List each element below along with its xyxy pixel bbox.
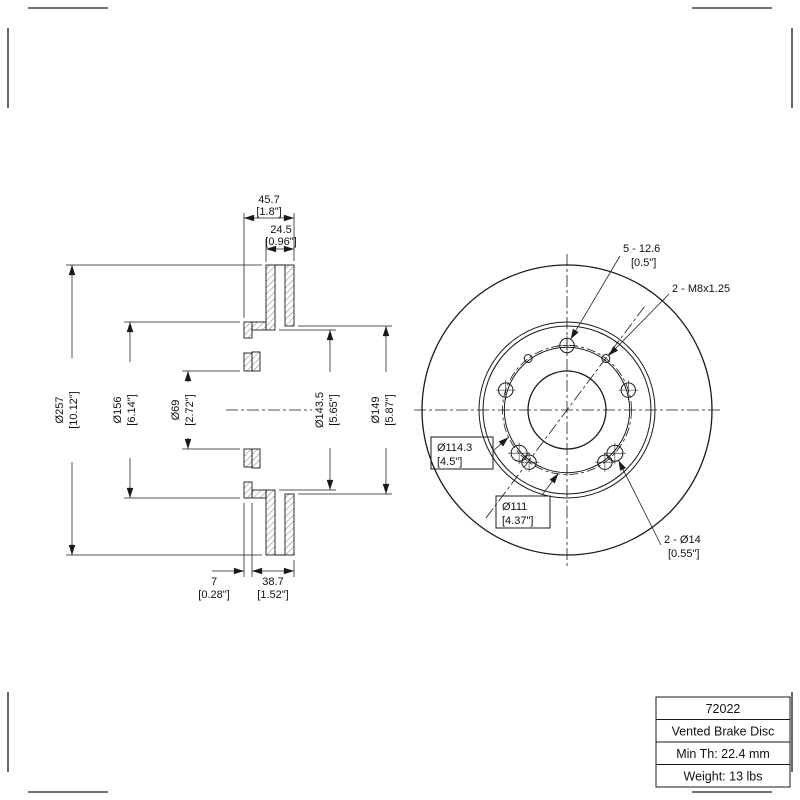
label-bolt-circle: Ø114.3 [4.5"]: [430, 436, 509, 470]
dimension-text: Ø156: [112, 397, 124, 424]
dimension-text: 45.7: [258, 194, 279, 206]
dimension-text: Ø257: [54, 397, 66, 424]
border-marks: [7, 7, 793, 793]
dim-hat-depth: 38.7 [1.52"]: [252, 560, 295, 601]
dimension-text: 7: [211, 576, 217, 588]
front-circles: [421, 264, 713, 556]
dim-hat-face: 7 [0.28"]: [198, 503, 253, 601]
dim-bore-diameter: Ø69 [2.72"]: [170, 370, 240, 450]
hatch-region: [284, 493, 295, 556]
thread-hole: [523, 354, 533, 363]
dim-hat-diameter: Ø156 [6.14"]: [112, 321, 240, 499]
section-geometry: [243, 264, 295, 556]
hatch-region: [251, 448, 261, 469]
callout-text: [4.37"]: [502, 515, 533, 527]
min-thickness: Min Th: 22.4 mm: [676, 747, 770, 761]
large-holes: [508, 442, 626, 465]
label-thread-holes: 2 - M8x1.25: [608, 283, 730, 356]
weight: Weight: 13 lbs: [684, 770, 763, 784]
callout-text: [0.5"]: [631, 257, 656, 269]
dimension-text: [0.28"]: [198, 589, 229, 601]
label-lug-holes: 5 - 12.6 [0.5"]: [570, 243, 660, 340]
title-block: 72022 Vented Brake Disc Min Th: 22.4 mm …: [655, 696, 791, 788]
hatch-region: [251, 489, 267, 499]
callout-box: [430, 436, 494, 470]
part-description: Vented Brake Disc: [672, 725, 775, 739]
part-number: 72022: [706, 702, 741, 716]
callout-text: [0.55"]: [668, 548, 699, 560]
dimension-text: [5.65"]: [328, 394, 340, 425]
bore-circle: [527, 370, 607, 450]
hatch-region: [265, 264, 276, 331]
hatch-region: [251, 321, 267, 331]
section-view: 45.7 [1.8"] 24.5 [0.96"] Ø257 [10.12"] Ø…: [54, 194, 396, 601]
hat-diameter-circle: [478, 321, 656, 499]
leader-line: [541, 473, 559, 496]
hatch-region: [243, 321, 253, 339]
dimension-text: [1.52"]: [257, 589, 288, 601]
leader-line: [570, 255, 621, 340]
dimension-text: [5.87"]: [384, 394, 396, 425]
dimension-text: Ø149: [370, 397, 382, 424]
hatch-region: [243, 448, 253, 468]
dim-inner-diameter-1: Ø143.5 [5.65"]: [279, 329, 340, 491]
dimension-text: [6.14"]: [126, 394, 138, 425]
dim-overall-width: 45.7 [1.8"]: [243, 194, 295, 318]
hatch-region: [284, 264, 295, 327]
hatch-region: [243, 481, 253, 499]
lug-holes: [495, 335, 639, 473]
front-centerlines: [414, 254, 722, 568]
dim-outer-diameter: Ø257 [10.12"]: [54, 264, 262, 556]
callout-text: 5 - 12.6: [623, 243, 660, 255]
dimension-text: 24.5: [270, 224, 291, 236]
bolt-circle: [502, 345, 632, 475]
callout-text: [4.5"]: [437, 456, 462, 468]
leader-line: [618, 460, 662, 546]
hatch-region: [265, 489, 276, 556]
label-large-holes: 2 - Ø14 [0.55"]: [618, 460, 701, 560]
diagonal-centerline: [485, 305, 646, 519]
dimension-text: [1.8"]: [256, 206, 281, 218]
hatch-region: [243, 352, 253, 372]
callout-text: Ø114.3: [437, 442, 472, 454]
dimension-text: Ø69: [170, 400, 182, 421]
dimension-text: Ø143.5: [314, 392, 326, 428]
dim-inner-diameter-2: Ø149 [5.87"]: [298, 325, 396, 495]
callout-text: 2 - Ø14: [664, 534, 701, 546]
label-register-diameter: Ø111 [4.37"]: [495, 473, 559, 529]
leader-line: [492, 437, 509, 452]
hatch-region: [251, 351, 261, 372]
callout-text: Ø111: [502, 501, 527, 513]
band-inner-circle: [482, 325, 652, 495]
dim-disc-thickness: 24.5 [0.96"]: [265, 224, 297, 262]
dimension-text: [10.12"]: [68, 391, 80, 429]
front-view: 5 - 12.6 [0.5"] 2 - M8x1.25 Ø114.3 [4.5"…: [414, 243, 730, 568]
dimension-text: [0.96"]: [265, 236, 296, 248]
thread-holes: [523, 354, 611, 363]
dimension-text: [2.72"]: [184, 394, 196, 425]
dimension-text: 38.7: [262, 576, 283, 588]
callout-text: 2 - M8x1.25: [672, 283, 730, 295]
outer-diameter-circle: [421, 264, 713, 556]
thread-hole: [601, 354, 611, 363]
callout-box: [495, 495, 551, 529]
leader-line: [608, 293, 670, 356]
